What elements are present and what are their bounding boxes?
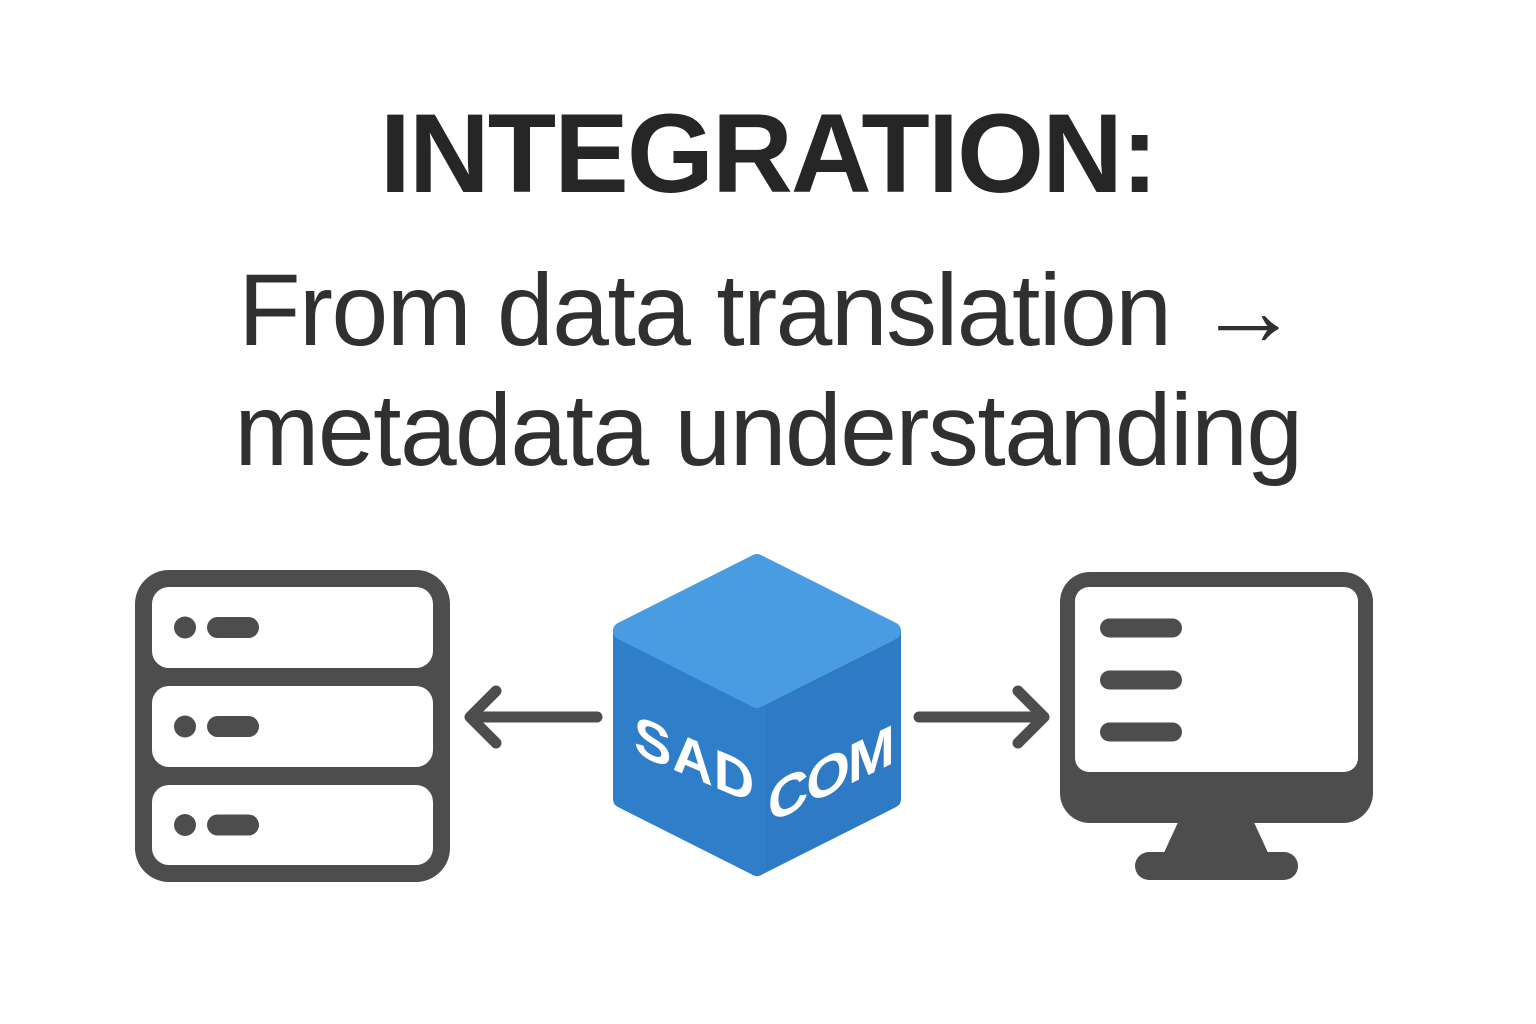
server-led-dot-2 bbox=[174, 715, 196, 738]
screen-line-2 bbox=[1100, 670, 1182, 690]
server-stack-icon bbox=[135, 570, 450, 882]
server-bay-1 bbox=[152, 587, 433, 668]
server-slot-1 bbox=[207, 617, 259, 638]
server-bay-2 bbox=[152, 686, 433, 767]
server-bay-3 bbox=[152, 785, 433, 865]
arrow-left-icon bbox=[464, 685, 603, 749]
server-slot-2 bbox=[207, 716, 259, 737]
monitor-base bbox=[1135, 852, 1298, 880]
cube-icon: SAD COM bbox=[613, 554, 901, 876]
server-slot-3 bbox=[207, 814, 259, 836]
arrow-right-icon bbox=[913, 685, 1050, 749]
cube-top-face bbox=[613, 554, 901, 708]
monitor-stand bbox=[1162, 818, 1270, 857]
page-title: INTEGRATION: bbox=[379, 91, 1159, 216]
server-led-dot-3 bbox=[174, 814, 196, 836]
subtitle-line-2: metadata understanding bbox=[234, 373, 1303, 487]
subtitle-line-1: From data translation → bbox=[238, 253, 1299, 367]
monitor-icon bbox=[1060, 572, 1373, 880]
server-led-dot-1 bbox=[174, 616, 196, 639]
subtitle: From data translation → metadata underst… bbox=[0, 250, 1536, 490]
screen-line-3 bbox=[1100, 722, 1182, 742]
screen-line-1 bbox=[1100, 618, 1182, 638]
